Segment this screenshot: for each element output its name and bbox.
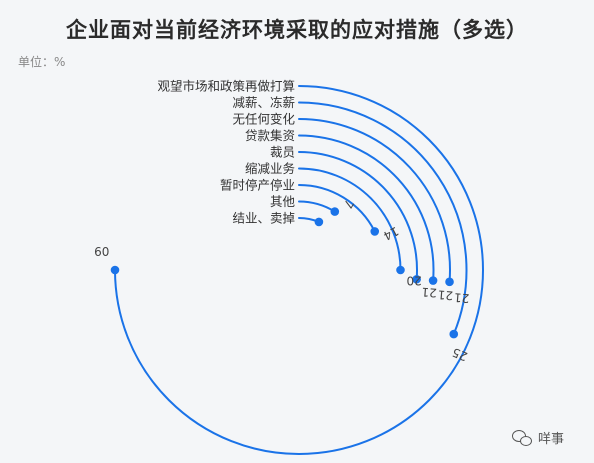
- bar-arc: [298, 134, 435, 282]
- bar-arc: [298, 167, 402, 271]
- value-label: 21: [437, 287, 453, 302]
- category-label: 减薪、冻薪: [232, 95, 295, 110]
- bar-arc: [298, 101, 468, 336]
- value-label: 20: [406, 274, 421, 288]
- category-label: 暂时停产停业: [220, 178, 295, 193]
- watermark: 咩事: [511, 428, 564, 447]
- value-label: 60: [94, 245, 109, 259]
- category-label: 观望市场和政策再做打算: [157, 79, 295, 94]
- category-label: 缩减业务: [245, 161, 295, 176]
- category-label: 其他: [270, 194, 296, 209]
- bar-end-dot: [449, 329, 459, 339]
- category-label: 结业、卖掉: [232, 211, 295, 226]
- bar-end-dot: [445, 277, 454, 287]
- value-label: 21: [421, 285, 437, 300]
- value-label: 25: [450, 345, 469, 364]
- bar-arc: [298, 118, 451, 283]
- bar-end-dot: [370, 227, 380, 236]
- value-label: 7: [341, 197, 357, 211]
- bar-arc: [298, 151, 419, 281]
- unit-label: 单位：%: [18, 55, 66, 69]
- watermark-text: 咩事: [537, 432, 564, 447]
- value-label: 14: [381, 224, 401, 243]
- bar-arc: [298, 184, 376, 233]
- wechat-icon: [511, 429, 532, 446]
- category-label: 贷款集资: [245, 128, 295, 143]
- chart-title: 企业面对当前经济环境采取的应对措施（多选）: [66, 18, 528, 42]
- bar-end-dot: [428, 276, 438, 285]
- category-label: 裁员: [270, 145, 295, 160]
- bar-end-dot: [412, 274, 421, 284]
- bar-end-dot: [314, 217, 324, 227]
- bar-end-dot: [396, 265, 405, 275]
- bar-arc: [114, 85, 484, 455]
- bar-arc: [298, 200, 336, 213]
- bar-end-dot: [330, 207, 340, 216]
- value-label: 21: [454, 290, 470, 305]
- category-label: 无任何变化: [232, 112, 295, 127]
- bar-end-dot: [110, 265, 120, 275]
